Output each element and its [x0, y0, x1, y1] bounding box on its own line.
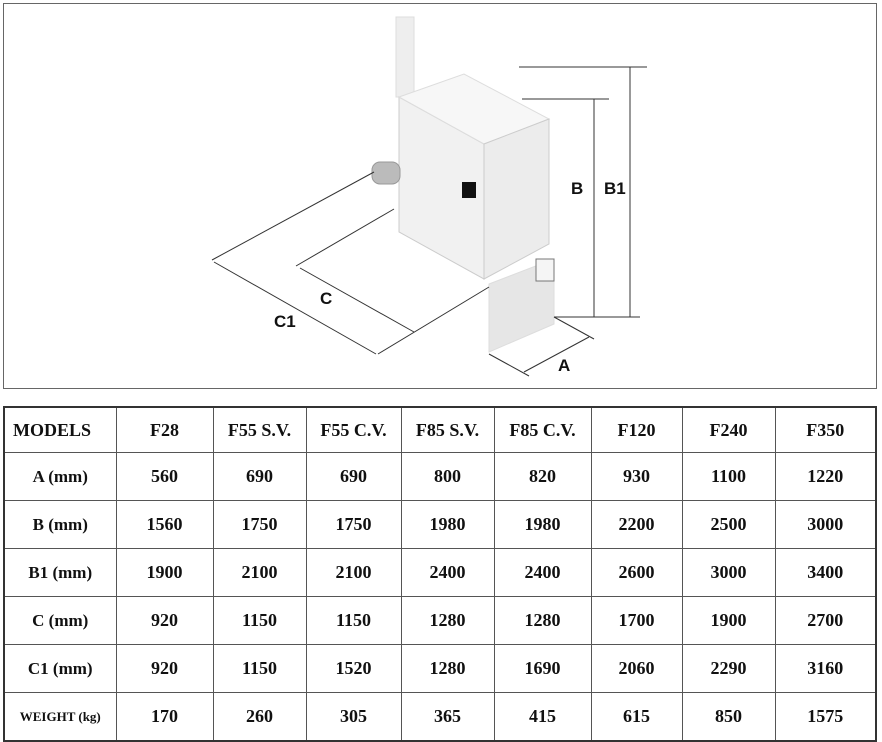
table-cell: 3000 — [774, 500, 877, 549]
table-cell: 1690 — [493, 644, 592, 693]
table-cell: 2060 — [590, 644, 683, 693]
dimension-diagram: B B1 A C C1 — [3, 3, 877, 389]
table-cell: 1220 — [774, 452, 877, 501]
table-cell: 1150 — [212, 644, 307, 693]
header-model: F55 S.V. — [212, 406, 307, 453]
table-cell: 260 — [212, 692, 307, 742]
table-cell: 3000 — [681, 548, 776, 597]
row-label: B (mm) — [3, 500, 117, 549]
table-cell: 305 — [305, 692, 402, 742]
table-cell: 1150 — [212, 596, 307, 645]
table-cell: 2600 — [590, 548, 683, 597]
table-cell: 690 — [212, 452, 307, 501]
table-cell: 800 — [400, 452, 495, 501]
table-cell: 930 — [590, 452, 683, 501]
table-cell: 170 — [115, 692, 214, 742]
table-cell: 850 — [681, 692, 776, 742]
dimension-label-b1: B1 — [604, 179, 626, 198]
table-cell: 690 — [305, 452, 402, 501]
header-model: F28 — [115, 406, 214, 453]
table-cell: 1520 — [305, 644, 402, 693]
header-model: F85 C.V. — [493, 406, 592, 453]
header-model: F55 C.V. — [305, 406, 402, 453]
table-cell: 3400 — [774, 548, 877, 597]
table-cell: 1900 — [115, 548, 214, 597]
table-cell: 920 — [115, 596, 214, 645]
table-cell: 820 — [493, 452, 592, 501]
header-model: F240 — [681, 406, 776, 453]
table-cell: 365 — [400, 692, 495, 742]
row-label: WEIGHT (kg) — [3, 692, 117, 742]
dimension-label-b: B — [571, 179, 584, 198]
table-cell: 1575 — [774, 692, 877, 742]
table-cell: 1280 — [493, 596, 592, 645]
row-label: B1 (mm) — [3, 548, 117, 597]
table-cell: 1750 — [212, 500, 307, 549]
table-cell: 615 — [590, 692, 683, 742]
header-model: F85 S.V. — [400, 406, 495, 453]
header-model: F350 — [774, 406, 877, 453]
table-cell: 2700 — [774, 596, 877, 645]
table-cell: 1280 — [400, 596, 495, 645]
boiler-illustration — [211, 16, 647, 377]
table-cell: 415 — [493, 692, 592, 742]
table-cell: 2100 — [305, 548, 402, 597]
row-label: C1 (mm) — [3, 644, 117, 693]
table-cell: 3160 — [774, 644, 877, 693]
table-cell: 1900 — [681, 596, 776, 645]
table-cell: 2200 — [590, 500, 683, 549]
table-cell: 1980 — [400, 500, 495, 549]
table-cell: 1980 — [493, 500, 592, 549]
table-cell: 1100 — [681, 452, 776, 501]
table-cell: 1280 — [400, 644, 495, 693]
dimension-label-c1: C1 — [274, 312, 296, 331]
dimension-label-a: A — [558, 356, 571, 375]
row-label: C (mm) — [3, 596, 117, 645]
table-cell: 1700 — [590, 596, 683, 645]
table-cell: 1150 — [305, 596, 402, 645]
row-label: A (mm) — [3, 452, 117, 501]
table-cell: 1750 — [305, 500, 402, 549]
table-cell: 560 — [115, 452, 214, 501]
table-cell: 2500 — [681, 500, 776, 549]
table-cell: 2400 — [493, 548, 592, 597]
table-header-row: MODELS F28 F55 S.V. F55 C.V. F85 S.V. F8… — [3, 406, 877, 453]
table-cell: 2100 — [212, 548, 307, 597]
models-dimensions-table: MODELS F28 F55 S.V. F55 C.V. F85 S.V. F8… — [3, 406, 877, 742]
header-model: F120 — [590, 406, 683, 453]
table-cell: 2400 — [400, 548, 495, 597]
table-cell: 920 — [115, 644, 214, 693]
dimension-label-c: C — [320, 289, 333, 308]
table-cell: 2290 — [681, 644, 776, 693]
header-models: MODELS — [3, 406, 117, 453]
table-cell: 1560 — [115, 500, 214, 549]
